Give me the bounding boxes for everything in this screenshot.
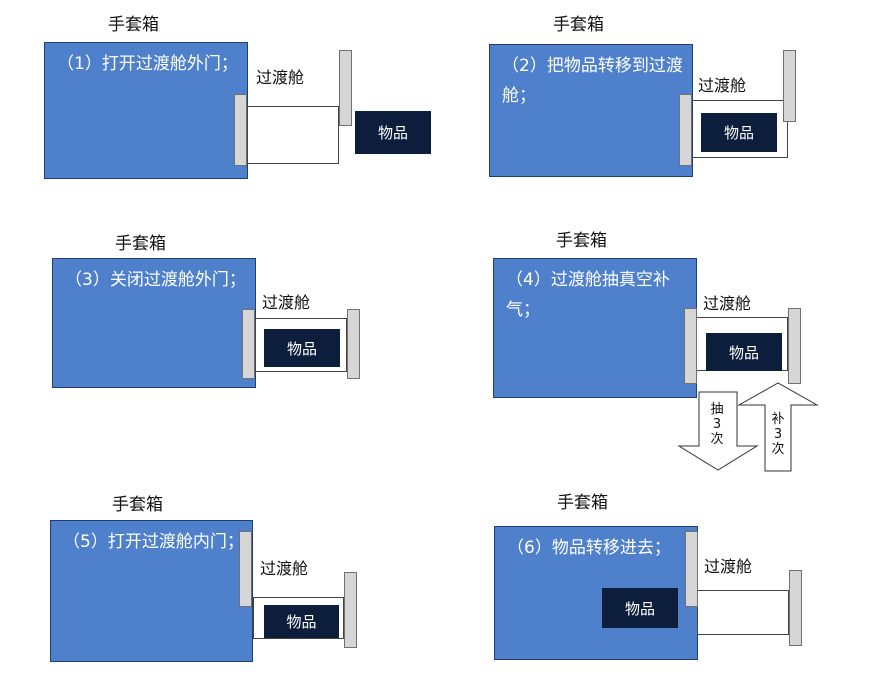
chamber-label: 过渡舱 — [256, 68, 305, 87]
item-block: 物品 — [706, 333, 782, 371]
outer-door-open — [339, 50, 352, 126]
step-text: （4）过渡舱抽真空补气； — [506, 270, 670, 320]
inner-door — [242, 309, 255, 379]
inner-door-open — [239, 531, 252, 607]
transfer-chamber — [247, 106, 339, 164]
item-block: 物品 — [355, 111, 431, 154]
item-block: 物品 — [264, 329, 340, 367]
step-text: （5）打开过渡舱内门； — [63, 532, 244, 552]
glovebox-box: （2）把物品转移到过渡舱； — [489, 44, 693, 177]
glovebox-title: 手套箱 — [115, 234, 166, 254]
step-text: （6）物品转移进去； — [507, 538, 671, 558]
transfer-chamber — [255, 318, 347, 372]
refill-count: 3 — [773, 427, 783, 442]
item-block: 物品 — [602, 588, 678, 628]
inner-door-open — [685, 531, 698, 607]
evacuate-char: 抽 — [710, 402, 724, 417]
item-block: 物品 — [264, 605, 339, 638]
transfer-chamber — [253, 597, 344, 639]
evacuate-arrow-text: 抽 3 次 — [707, 402, 727, 447]
chamber-label: 过渡舱 — [260, 559, 309, 578]
step-text: （3）关闭过渡舱外门； — [65, 270, 246, 290]
inner-door — [684, 308, 697, 384]
glovebox-title: 手套箱 — [553, 15, 604, 35]
outer-door-closed — [347, 309, 360, 379]
chamber-label: 过渡舱 — [704, 557, 753, 576]
outer-door-closed — [789, 570, 802, 646]
step-text: （1）打开过渡舱外门； — [57, 54, 238, 74]
chamber-label: 过渡舱 — [703, 294, 752, 313]
glovebox-title: 手套箱 — [556, 231, 607, 251]
refill-arrow-text: 补 3 次 — [768, 412, 788, 457]
glovebox-title: 手套箱 — [557, 493, 608, 513]
outer-door-open — [783, 50, 796, 122]
glovebox-box: （5）打开过渡舱内门； — [50, 520, 253, 662]
glovebox-box: （3）关闭过渡舱外门； — [52, 258, 256, 388]
item-block: 物品 — [701, 113, 777, 152]
outer-door-closed — [788, 308, 801, 384]
inner-door — [679, 94, 692, 166]
refill-unit: 次 — [771, 442, 785, 457]
transfer-chamber — [697, 590, 789, 635]
inner-door — [234, 94, 247, 166]
evacuate-count: 3 — [712, 417, 722, 432]
chamber-label: 过渡舱 — [262, 293, 311, 312]
refill-char: 补 — [771, 412, 785, 427]
glovebox-box: （4）过渡舱抽真空补气； — [493, 258, 697, 398]
step-text: （2）把物品转移到过渡舱； — [502, 56, 683, 106]
glovebox-title: 手套箱 — [108, 15, 159, 35]
outer-door-closed — [344, 572, 357, 648]
chamber-label: 过渡舱 — [698, 76, 747, 95]
glovebox-title: 手套箱 — [112, 495, 163, 515]
evacuate-unit: 次 — [710, 432, 724, 447]
